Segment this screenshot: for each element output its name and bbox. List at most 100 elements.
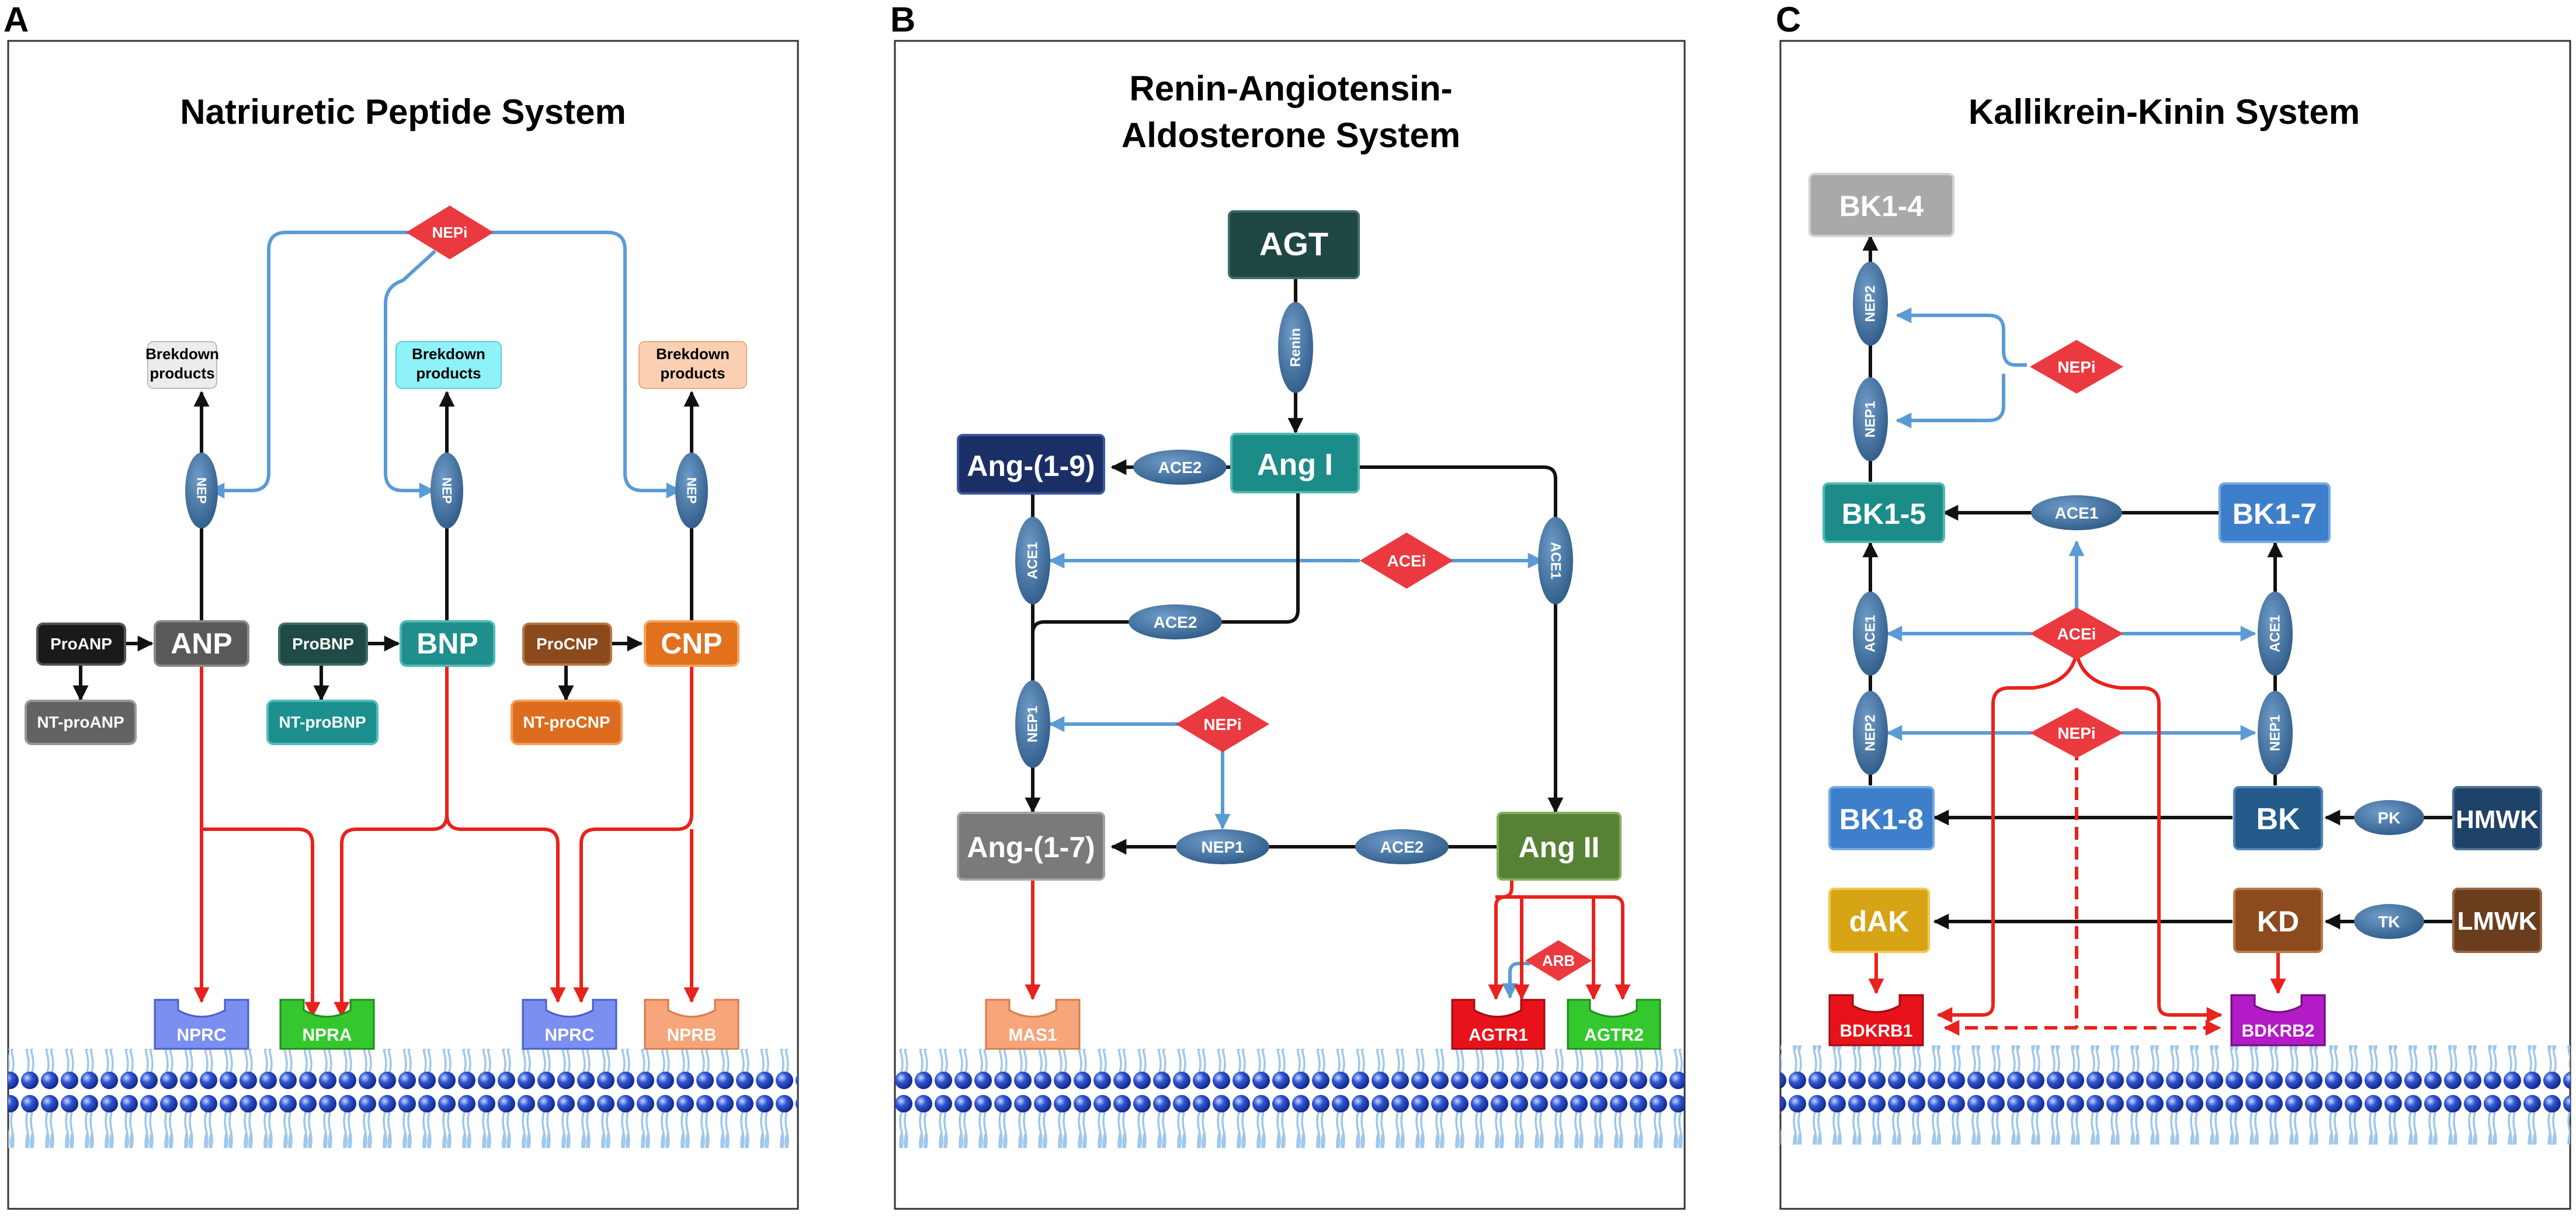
svg-text:ACEi: ACEi (1387, 552, 1426, 570)
panel-b-ang17: Ang-(1-7) (957, 812, 1105, 881)
membrane-c (1780, 1045, 2570, 1145)
panel-a-receptor-npra: NPRA (279, 999, 375, 1050)
panel-c-nepi-inhibitor: NEPi (2030, 708, 2123, 758)
svg-text:Ang I: Ang I (1257, 448, 1333, 482)
panel-b-ace1-right: ACE1 (1538, 517, 1573, 604)
svg-text:BK1-7: BK1-7 (2233, 498, 2317, 530)
svg-text:HMWK: HMWK (2456, 805, 2539, 834)
membrane-b (895, 1049, 1685, 1148)
svg-text:BK1-8: BK1-8 (1839, 803, 1924, 836)
svg-text:NPRB: NPRB (666, 1025, 716, 1045)
panel-b-nep1-left: NEP1 (1015, 680, 1050, 768)
svg-text:MAS1: MAS1 (1008, 1025, 1057, 1045)
panel-a-blue-lines (209, 231, 682, 499)
svg-text:LMWK: LMWK (2457, 907, 2537, 936)
panel-b-ace2-mid: ACE2 (1129, 604, 1222, 639)
svg-text:NEP1: NEP1 (1025, 706, 1041, 743)
svg-text:Ang-(1-9): Ang-(1-9) (967, 450, 1095, 482)
panel-b-red-arrows (1025, 881, 1631, 1000)
svg-text:ACE1: ACE1 (1863, 615, 1879, 652)
panel-a-cnp: CNP (644, 620, 740, 667)
panel-c-kd: KD (2233, 888, 2323, 953)
svg-text:Brekdown: Brekdown (412, 345, 485, 363)
svg-text:Renin: Renin (1288, 328, 1304, 367)
panel-a-receptor-nprc-left: NPRC (154, 999, 249, 1050)
svg-text:ProBNP: ProBNP (292, 635, 354, 653)
panel-c-nep2-top: NEP2 (1853, 262, 1888, 346)
panel-b-renin: Renin (1278, 302, 1313, 393)
panel-letter-a: A (4, 0, 29, 39)
svg-text:AGT: AGT (1259, 225, 1328, 262)
svg-text:products: products (660, 364, 725, 382)
panel-a-proanp: ProANP (36, 623, 126, 666)
svg-text:PK: PK (2378, 809, 2401, 827)
svg-text:BK: BK (2256, 802, 2300, 836)
svg-text:Brekdown: Brekdown (656, 345, 730, 363)
panel-a-nep-cnp: NEP (675, 453, 708, 528)
panel-c-hmwk: HMWK (2452, 786, 2542, 850)
svg-text:KD: KD (2257, 905, 2299, 938)
svg-text:NEP2: NEP2 (1863, 715, 1879, 752)
panel-b-nepi-inhibitor: NEPi (1176, 696, 1269, 752)
panel-b-ang2: Ang II (1497, 812, 1622, 881)
panel-a-receptor-nprb: NPRB (644, 999, 740, 1050)
panel-c-dak: dAK (1828, 888, 1930, 953)
svg-text:Brekdown: Brekdown (145, 345, 219, 363)
svg-text:ProANP: ProANP (50, 635, 112, 653)
svg-text:ACE2: ACE2 (1380, 838, 1424, 856)
panel-b-ang19: Ang-(1-9) (957, 434, 1105, 495)
panel-c-ace1-right: ACE1 (2258, 592, 2293, 676)
svg-text:NEP: NEP (440, 477, 454, 503)
svg-text:ANP: ANP (171, 627, 232, 660)
panel-a-anp: ANP (154, 620, 249, 667)
panel-c-tk: TK (2354, 904, 2424, 939)
svg-text:CNP: CNP (661, 627, 723, 660)
panel-a-nt-probnp: NT-proBNP (266, 700, 379, 745)
panel-a-bnp: BNP (400, 620, 495, 667)
svg-text:ACE1: ACE1 (2268, 615, 2283, 652)
svg-text:AGTR1: AGTR1 (1468, 1025, 1528, 1045)
svg-text:ACE2: ACE2 (1154, 613, 1197, 631)
panel-a-nep-anp: NEP (185, 453, 218, 528)
panel-letter-c: C (1776, 0, 1801, 39)
panel-c-bk1-7: BK1-7 (2219, 482, 2331, 543)
svg-text:BK1-5: BK1-5 (1842, 498, 1926, 530)
panel-b-title-line1: Renin-Angiotensin- (1129, 69, 1452, 108)
svg-text:BDKRB1: BDKRB1 (1839, 1021, 1912, 1041)
svg-text:NEP2: NEP2 (1863, 286, 1879, 322)
panel-a-red-arrows (193, 666, 700, 1018)
panel-c-nep1-right: NEP1 (2258, 691, 2293, 775)
panel-c-bk1-4: BK1-4 (1808, 173, 1954, 237)
panel-c-bk1-5: BK1-5 (1822, 482, 1945, 543)
panel-b-ace2-top: ACE2 (1133, 450, 1227, 485)
svg-text:products: products (416, 364, 481, 382)
panel-c-ace1-mid: ACE1 (2031, 495, 2122, 530)
svg-text:NEPi: NEPi (2057, 358, 2095, 376)
svg-text:NEP1: NEP1 (1863, 401, 1879, 438)
panel-c-title: Kallikrein-Kinin System (1969, 92, 2360, 131)
panel-a-probnp: ProBNP (278, 623, 368, 666)
panel-b-receptor-agtr2: AGTR2 (1567, 999, 1661, 1050)
panel-b-arb-inhibitor: ARB (1525, 940, 1592, 981)
panel-a-title: Natriuretic Peptide System (180, 92, 626, 131)
panel-c-receptor-bdkrb1: BDKRB1 (1828, 994, 1924, 1046)
svg-text:TK: TK (2378, 913, 2400, 931)
panel-c-red-dashed (1943, 747, 2221, 1036)
svg-text:ACE1: ACE1 (2055, 504, 2099, 522)
panel-a-nt-procnp: NT-proCNP (511, 700, 623, 745)
panel-c-receptor-bdkrb2: BDKRB2 (2230, 994, 2326, 1046)
panel-c-ace1-left: ACE1 (1853, 592, 1888, 676)
panel-b-ace2-bottom: ACE2 (1355, 829, 1449, 864)
panel-a-breakdown-anp: Brekdown products (145, 341, 219, 389)
svg-text:NEP: NEP (685, 477, 699, 503)
panel-b-acei-inhibitor: ACEi (1360, 533, 1453, 589)
panel-c-nepi-top: NEPi (2030, 340, 2123, 394)
svg-text:BDKRB2: BDKRB2 (2241, 1021, 2314, 1041)
svg-text:ARB: ARB (1542, 952, 1575, 969)
svg-text:NEPi: NEPi (2057, 724, 2095, 742)
panel-b-ang1: Ang I (1230, 433, 1360, 493)
svg-text:NEP: NEP (195, 477, 209, 503)
panel-c-acei-inhibitor: ACEi (2030, 607, 2123, 660)
svg-text:NPRA: NPRA (302, 1025, 352, 1045)
